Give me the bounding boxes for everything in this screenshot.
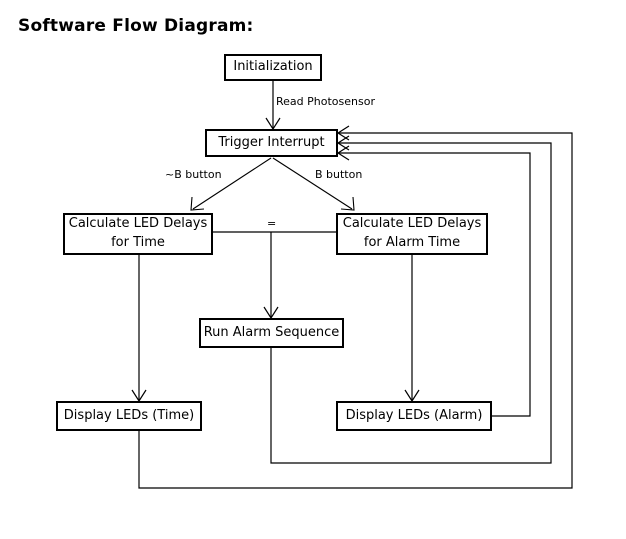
edge-label-read-photosensor: Read Photosensor bbox=[274, 95, 377, 108]
node-calculate-led-delays-time[interactable]: Calculate LED Delays for Time bbox=[63, 213, 213, 255]
edge-label-not-b-button: ~B button bbox=[163, 168, 224, 181]
edge-calc-time-to-display-time bbox=[131, 255, 147, 403]
node-display-leds-time[interactable]: Display LEDs (Time) bbox=[56, 401, 202, 431]
edge-label-b-button: B button bbox=[313, 168, 365, 181]
edge-label-equals: = bbox=[265, 217, 279, 230]
edge-feedback-display-alarm bbox=[336, 145, 531, 417]
node-run-alarm-sequence[interactable]: Run Alarm Sequence bbox=[199, 318, 344, 348]
edge-calc-alarm-to-display-alarm bbox=[404, 255, 420, 403]
node-initialization[interactable]: Initialization bbox=[224, 54, 322, 81]
node-calculate-led-delays-alarm[interactable]: Calculate LED Delays for Alarm Time bbox=[336, 213, 488, 255]
edge-feedback-display-time bbox=[138, 125, 573, 489]
edge-trigger-to-calc-alarm bbox=[272, 157, 355, 211]
page-title: Software Flow Diagram: bbox=[18, 16, 254, 36]
edge-trigger-to-calc-time bbox=[190, 157, 272, 211]
edge-junction-to-run-alarm bbox=[263, 232, 279, 320]
node-trigger-interrupt[interactable]: Trigger Interrupt bbox=[205, 129, 338, 157]
node-display-leds-alarm[interactable]: Display LEDs (Alarm) bbox=[336, 401, 492, 431]
